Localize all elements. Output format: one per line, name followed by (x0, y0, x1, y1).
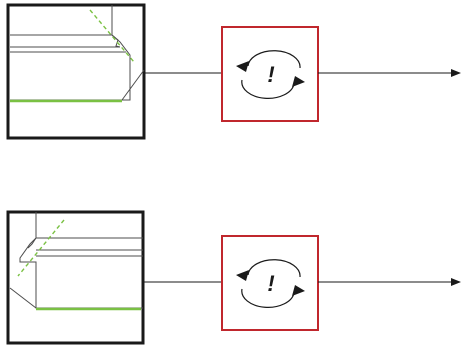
green-dashed-line (17, 219, 65, 277)
thumbnail-frame (6, 3, 146, 140)
alert-box-frame (221, 235, 319, 331)
exclamation-symbol: ! (267, 271, 274, 296)
row-bottom: ! (6, 210, 461, 345)
row-top: ! (6, 3, 461, 140)
alert-box: ! (221, 235, 319, 331)
cycle-exclamation-icon: ! (236, 259, 305, 308)
alert-box: ! (221, 26, 319, 122)
window-profile-thumbnail (6, 3, 146, 140)
alert-box-frame (221, 26, 319, 122)
green-dashed-line (89, 9, 135, 63)
exclamation-symbol: ! (267, 62, 274, 87)
thumbnail-frame (6, 210, 145, 345)
window-profile-thumbnail (6, 210, 145, 345)
cycle-exclamation-icon: ! (236, 50, 305, 99)
